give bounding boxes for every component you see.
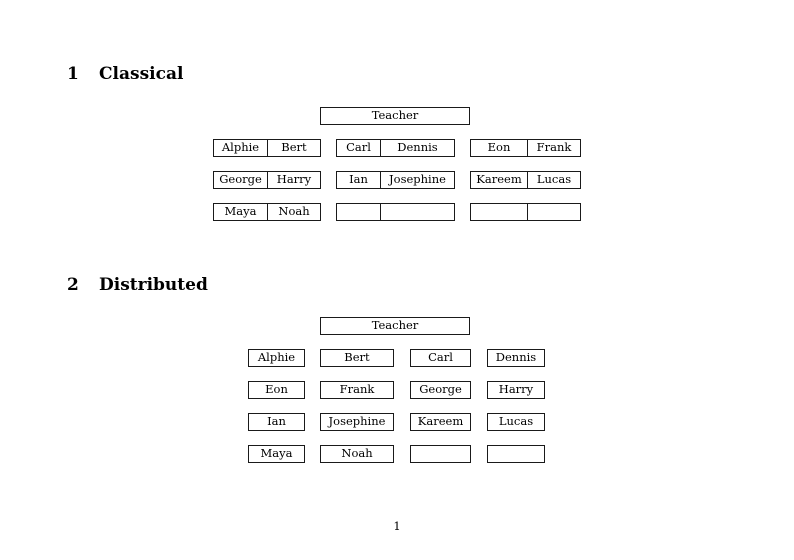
name-box: Harry bbox=[487, 381, 545, 399]
name-box: Noah bbox=[320, 445, 394, 463]
name-box bbox=[487, 445, 545, 463]
name-cell: Dennis bbox=[380, 140, 454, 156]
name-cell bbox=[380, 204, 454, 220]
teacher-box-distributed: Teacher bbox=[320, 317, 470, 335]
name-box: Frank bbox=[320, 381, 394, 399]
pair-group: Maya Noah bbox=[213, 203, 321, 221]
name-cell: Eon bbox=[487, 140, 511, 155]
name-cell: Ian bbox=[349, 172, 368, 187]
section-title: Distributed bbox=[99, 275, 208, 295]
name-cell: Alphie bbox=[221, 140, 260, 155]
name-cell bbox=[471, 204, 527, 220]
pair-group: Eon Frank bbox=[470, 139, 581, 157]
name-cell: Josephine bbox=[380, 172, 454, 188]
section-heading-classical: 1 Classical bbox=[67, 66, 183, 83]
name-box: Bert bbox=[320, 349, 394, 367]
name-box: Lucas bbox=[487, 413, 545, 431]
name-cell bbox=[527, 204, 580, 220]
name-cell: Kareem bbox=[476, 172, 522, 187]
name-box: Dennis bbox=[487, 349, 545, 367]
pair-group: George Harry bbox=[213, 171, 321, 189]
name-box: Ian bbox=[248, 413, 305, 431]
name-box: Maya bbox=[248, 445, 305, 463]
name-cell bbox=[337, 204, 380, 220]
name-box bbox=[410, 445, 471, 463]
name-box: Eon bbox=[248, 381, 305, 399]
name-cell: Bert bbox=[267, 140, 320, 156]
name-cell: Lucas bbox=[527, 172, 580, 188]
name-box: George bbox=[410, 381, 471, 399]
name-cell: Carl bbox=[346, 140, 371, 155]
name-box: Alphie bbox=[248, 349, 305, 367]
page-number: 1 bbox=[393, 519, 401, 533]
name-box: Carl bbox=[410, 349, 471, 367]
section-number: 2 bbox=[67, 275, 79, 295]
teacher-box-classical: Teacher bbox=[320, 107, 470, 125]
name-box: Josephine bbox=[320, 413, 394, 431]
pair-group bbox=[470, 203, 581, 221]
pair-group: Kareem Lucas bbox=[470, 171, 581, 189]
pair-group: Carl Dennis bbox=[336, 139, 455, 157]
name-cell: Maya bbox=[224, 204, 257, 219]
name-cell: Frank bbox=[527, 140, 580, 156]
section-heading-distributed: 2 Distributed bbox=[67, 277, 208, 294]
pair-group: Ian Josephine bbox=[336, 171, 455, 189]
pair-group bbox=[336, 203, 455, 221]
name-cell: George bbox=[219, 172, 262, 187]
name-cell: Noah bbox=[267, 204, 320, 220]
section-title: Classical bbox=[99, 64, 184, 84]
pair-group: Alphie Bert bbox=[213, 139, 321, 157]
name-cell: Harry bbox=[267, 172, 320, 188]
name-box: Kareem bbox=[410, 413, 471, 431]
section-number: 1 bbox=[67, 64, 79, 84]
